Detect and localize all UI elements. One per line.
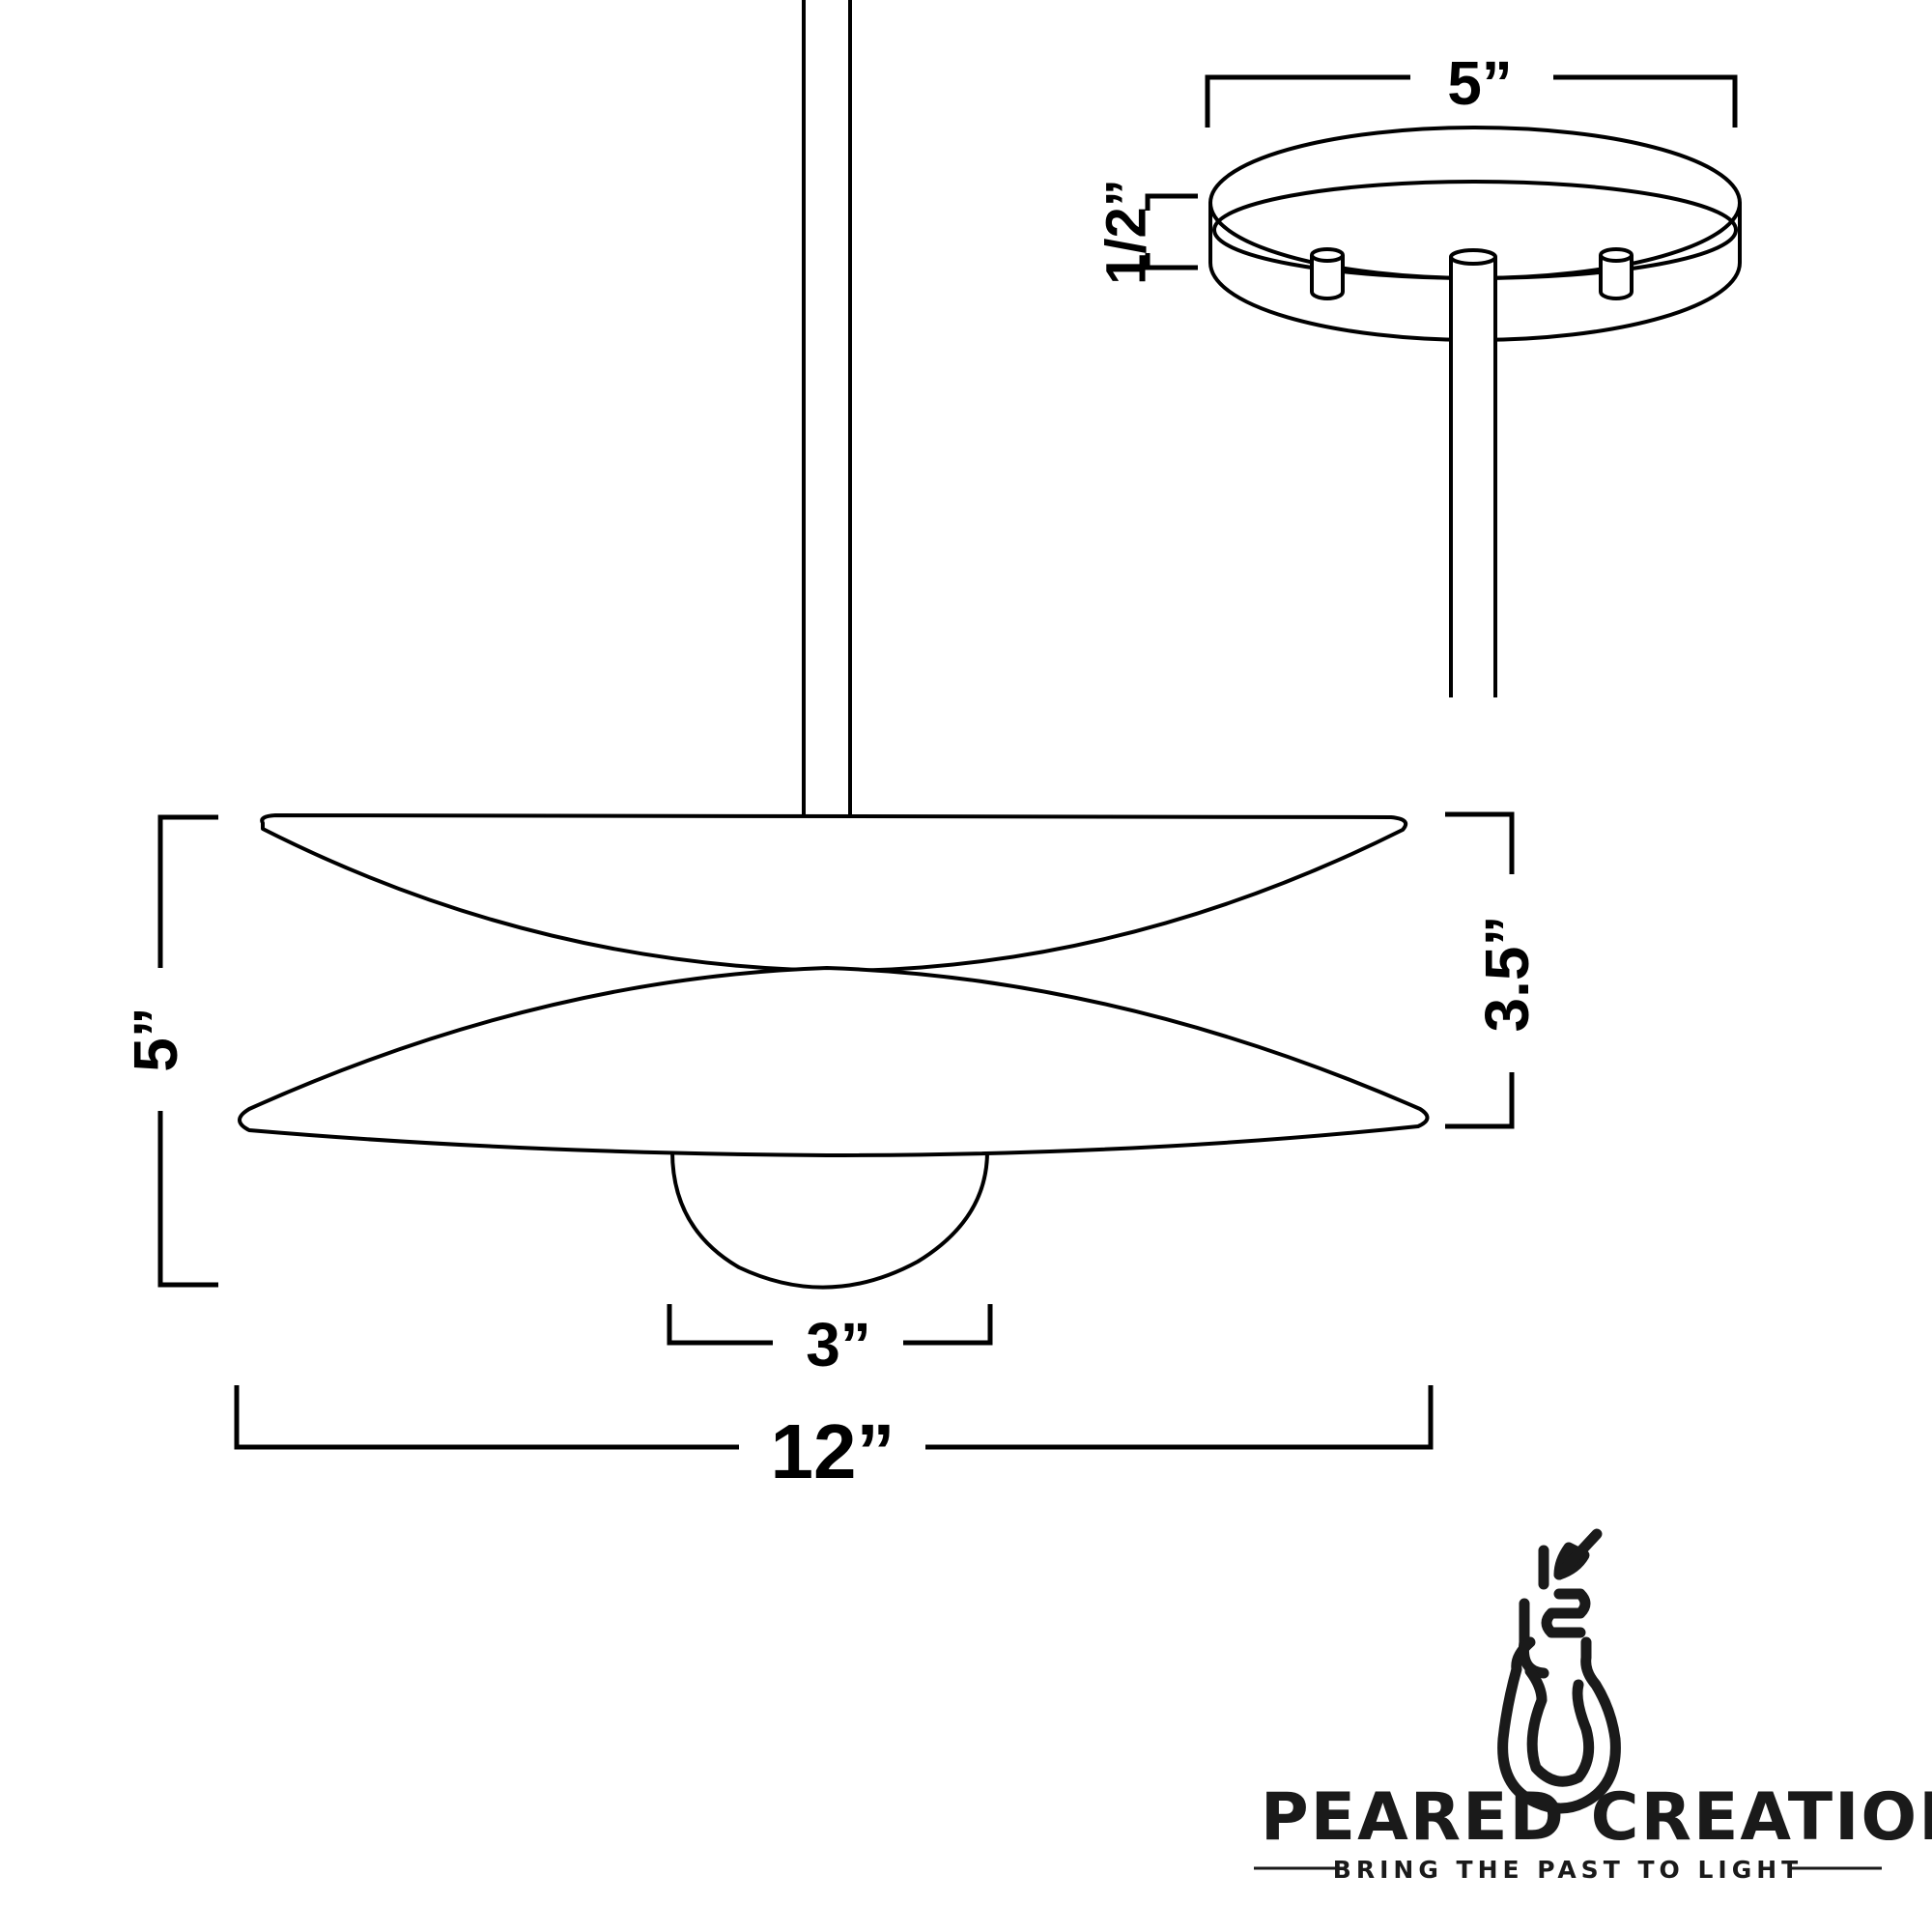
canopy-rod bbox=[1449, 248, 1499, 705]
shade-height-label: 3.5” bbox=[1472, 916, 1542, 1033]
brand-tagline: BRING THE PAST TO LIGHT bbox=[1333, 1856, 1803, 1884]
dimension-total-height: 5” bbox=[121, 814, 218, 1288]
brand-name: PEARED CREATION bbox=[1261, 1779, 1932, 1856]
lower-shade bbox=[238, 966, 1430, 1157]
mounting-screw-left bbox=[1310, 247, 1345, 300]
shade-width-label: 12” bbox=[771, 1408, 895, 1494]
dimension-shade-height: 3.5” bbox=[1445, 811, 1542, 1129]
total-height-label: 5” bbox=[121, 1007, 190, 1072]
mounting-screw-right bbox=[1599, 247, 1634, 300]
dimension-canopy-height: 1/2” bbox=[1094, 179, 1198, 285]
bulb bbox=[670, 1151, 989, 1290]
canopy-height-label: 1/2” bbox=[1094, 179, 1157, 285]
canopy-width-label: 5” bbox=[1447, 48, 1513, 118]
brand-logo: PEARED CREATION BRING THE PAST TO LIGHT bbox=[1254, 1528, 1932, 1884]
downrod bbox=[802, 0, 852, 819]
pear-bulb-icon bbox=[1497, 1528, 1621, 1814]
canopy-detail bbox=[1208, 126, 1742, 705]
dimension-canopy-width: 5” bbox=[1205, 48, 1738, 128]
upper-shade bbox=[260, 813, 1407, 973]
dimension-shade-width: 12” bbox=[234, 1385, 1434, 1494]
dimension-bulb-width: 3” bbox=[667, 1304, 993, 1379]
bulb-width-label: 3” bbox=[806, 1310, 871, 1379]
